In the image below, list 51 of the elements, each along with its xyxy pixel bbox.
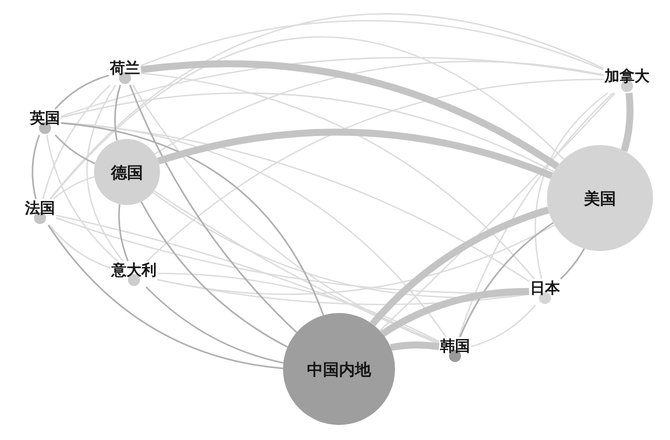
- link-curve: [60, 122, 447, 338]
- link-curve: [60, 92, 554, 172]
- link-curve: [157, 272, 440, 342]
- link-curve: [390, 341, 440, 351]
- country-label: 意大利: [112, 262, 156, 279]
- link-curve: [42, 84, 111, 200]
- link-curve: [140, 20, 604, 70]
- link-curve: [114, 84, 122, 141]
- country-label: 中国内地: [307, 360, 371, 378]
- link-curve: [146, 286, 284, 364]
- country-label: 英国: [30, 110, 60, 127]
- link-curve: [534, 92, 608, 280]
- link-curve: [146, 78, 604, 262]
- link-curve: [370, 206, 550, 326]
- link-curve: [379, 92, 616, 332]
- country-label: 美国: [584, 188, 616, 208]
- link-curve: [129, 84, 298, 333]
- link-curve: [54, 74, 110, 110]
- link-curve: [52, 176, 95, 200]
- link-curve: [50, 13, 604, 200]
- link-curve: [140, 60, 560, 170]
- link-curve: [60, 122, 324, 316]
- country-label: 德国: [111, 162, 143, 182]
- link-curve: [157, 128, 554, 180]
- country-label: 加拿大: [604, 68, 650, 85]
- country-label: 日本: [530, 280, 560, 297]
- link-curve: [380, 288, 530, 337]
- link-curve: [56, 214, 440, 344]
- country-label: 荷兰: [110, 60, 140, 77]
- link-curve: [157, 224, 555, 295]
- link-curve: [32, 134, 40, 200]
- link-curve: [48, 224, 284, 370]
- link-curve: [140, 201, 288, 348]
- link-curve: [620, 92, 634, 152]
- link-curve: [54, 134, 96, 164]
- link-curve: [154, 60, 604, 155]
- link-curve: [560, 248, 585, 280]
- link-curve: [154, 190, 440, 344]
- link-curve: [46, 134, 118, 262]
- link-curve: [60, 56, 604, 118]
- link-curve: [157, 278, 530, 306]
- link-curve: [48, 224, 111, 269]
- link-curve: [118, 204, 129, 262]
- link-curve: [50, 36, 564, 200]
- link-curve: [140, 72, 535, 280]
- link-curve: [470, 304, 536, 348]
- link-curve: [86, 84, 124, 262]
- country-label: 法国: [25, 200, 55, 217]
- link-curve: [459, 222, 554, 338]
- country-label: 韩国: [440, 338, 470, 355]
- link-curve: [458, 92, 614, 338]
